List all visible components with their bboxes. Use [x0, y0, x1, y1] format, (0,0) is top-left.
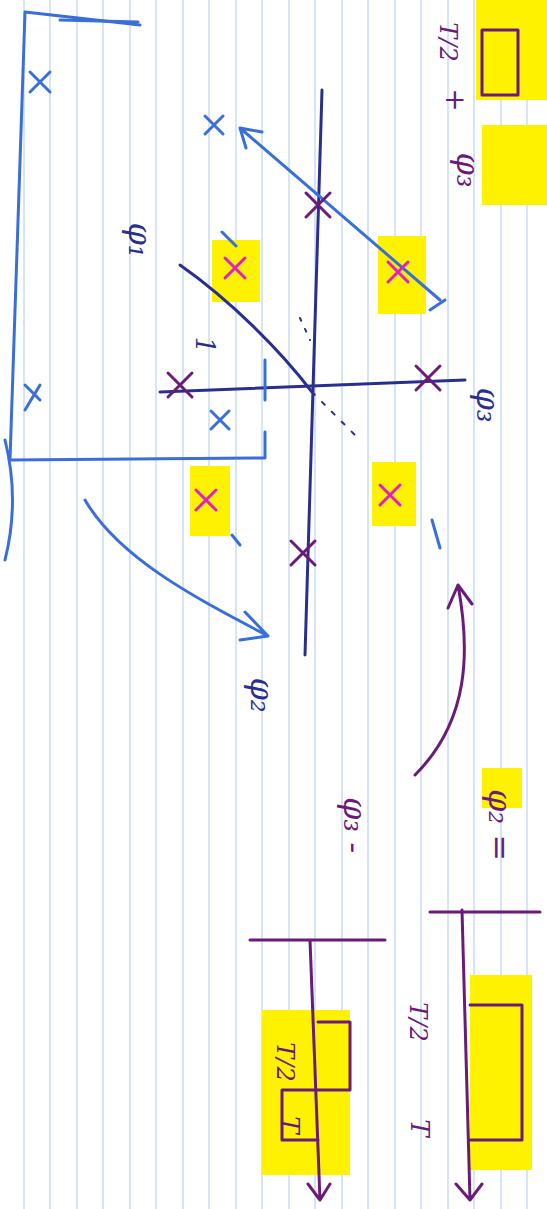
highlights	[190, 0, 547, 1175]
axis-label: φ₁	[124, 222, 156, 257]
waveform-axes	[430, 910, 540, 1200]
axis-label: φ₂ =	[484, 789, 516, 861]
dash-mark	[300, 318, 310, 340]
axis-label: φ₃ -	[339, 797, 371, 853]
axis-label: T/2	[273, 1042, 297, 1081]
tick	[264, 360, 267, 400]
vector-arrow	[240, 128, 440, 300]
phi1-axis	[180, 265, 312, 392]
marks	[222, 232, 445, 548]
pulse-waveform	[470, 1005, 522, 1140]
axis-label: T/2	[406, 1002, 430, 1041]
pulse-box	[482, 30, 518, 95]
axis-label: 1	[192, 337, 218, 354]
axis-label: T	[407, 1119, 433, 1136]
axis-label: T	[277, 1116, 303, 1133]
partial-curve	[5, 440, 13, 560]
waveform-axes	[250, 940, 385, 1200]
axis-label: φ₂	[246, 677, 278, 712]
curved-arrow	[415, 585, 472, 775]
axis-label: φ₃	[472, 387, 504, 422]
curved-arrow	[85, 500, 268, 640]
phi1-axis-dashed	[312, 392, 360, 440]
constellation-points	[25, 72, 440, 565]
phi2-axis	[305, 90, 322, 655]
stroke	[60, 20, 138, 22]
ruled-lines	[24, 0, 527, 1209]
axis-label: +	[441, 88, 469, 111]
axis-label: T/2	[436, 22, 460, 61]
axis-label: φ₃	[452, 152, 484, 187]
